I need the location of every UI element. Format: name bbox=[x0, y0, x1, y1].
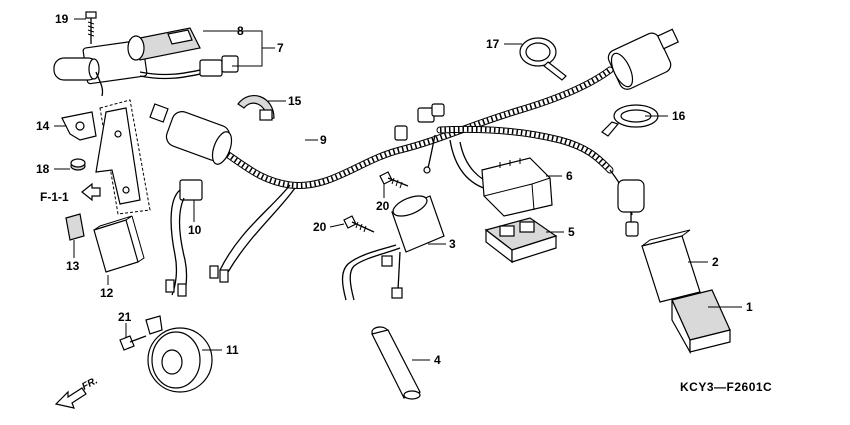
label-part-4: 4 bbox=[434, 353, 441, 367]
part-6-cdi-unit bbox=[481, 157, 553, 217]
label-part-5: 5 bbox=[568, 225, 575, 239]
part-15-band bbox=[237, 95, 275, 121]
starter-motor bbox=[149, 103, 233, 165]
part-13-cover bbox=[65, 213, 85, 241]
bolt-21 bbox=[119, 335, 147, 351]
label-part-8: 8 bbox=[237, 24, 244, 38]
reference-arrow bbox=[81, 182, 101, 202]
part-18-nut bbox=[70, 158, 86, 171]
label-part-3: 3 bbox=[449, 237, 456, 251]
drawing-code: KCY3—F2601C bbox=[680, 380, 772, 394]
label-part-7: 7 bbox=[277, 41, 284, 55]
label-part-9: 9 bbox=[320, 133, 327, 147]
label-part-18: 18 bbox=[36, 162, 50, 176]
label-part-17: 17 bbox=[486, 37, 500, 51]
part-12-winker-relay bbox=[93, 215, 145, 273]
part-17-band bbox=[519, 37, 567, 81]
part-10-connector bbox=[165, 179, 203, 297]
label-part-20-lower: 20 bbox=[313, 220, 327, 234]
part-14-bracket bbox=[61, 111, 97, 141]
label-part-11: 11 bbox=[226, 343, 239, 357]
label-part-16: 16 bbox=[672, 109, 686, 123]
front-arrow bbox=[54, 387, 87, 409]
label-part-19: 19 bbox=[55, 12, 69, 26]
label-part-21: 21 bbox=[118, 310, 132, 324]
wire-harness bbox=[201, 66, 633, 283]
part-4-plug-cap bbox=[371, 326, 421, 400]
part-1-regulator bbox=[671, 289, 731, 355]
neutral-switch bbox=[617, 179, 645, 237]
label-part-12: 12 bbox=[100, 286, 114, 300]
label-part-10: 10 bbox=[188, 223, 202, 237]
label-part-15: 15 bbox=[288, 94, 302, 108]
label-part-2: 2 bbox=[712, 255, 719, 269]
reference-label: F-1-1 bbox=[40, 190, 69, 204]
part-11-horn bbox=[145, 315, 213, 393]
bolt-20-lower bbox=[343, 215, 375, 233]
part-2-cover bbox=[641, 229, 701, 303]
starter-relay bbox=[607, 28, 680, 90]
label-part-13: 13 bbox=[66, 259, 80, 273]
label-part-1: 1 bbox=[746, 300, 753, 314]
part-16-band bbox=[601, 104, 659, 137]
part-8-rubber-cover bbox=[127, 27, 201, 61]
bolt-19 bbox=[85, 11, 97, 44]
label-part-14: 14 bbox=[36, 119, 50, 133]
part-5-mount bbox=[484, 217, 558, 264]
condenser bbox=[53, 57, 104, 97]
leader-lines bbox=[54, 18, 742, 361]
bracket-dashed-outline bbox=[95, 99, 151, 215]
front-direction-label: FR. bbox=[80, 375, 99, 392]
bolt-20-upper bbox=[379, 171, 409, 189]
label-part-20-upper: 20 bbox=[376, 199, 390, 213]
part-3-ignition-coil bbox=[341, 195, 445, 301]
label-part-6: 6 bbox=[566, 169, 573, 183]
part-labels: 1 2 3 4 5 6 7 8 9 10 11 12 13 14 15 16 1… bbox=[36, 12, 753, 367]
